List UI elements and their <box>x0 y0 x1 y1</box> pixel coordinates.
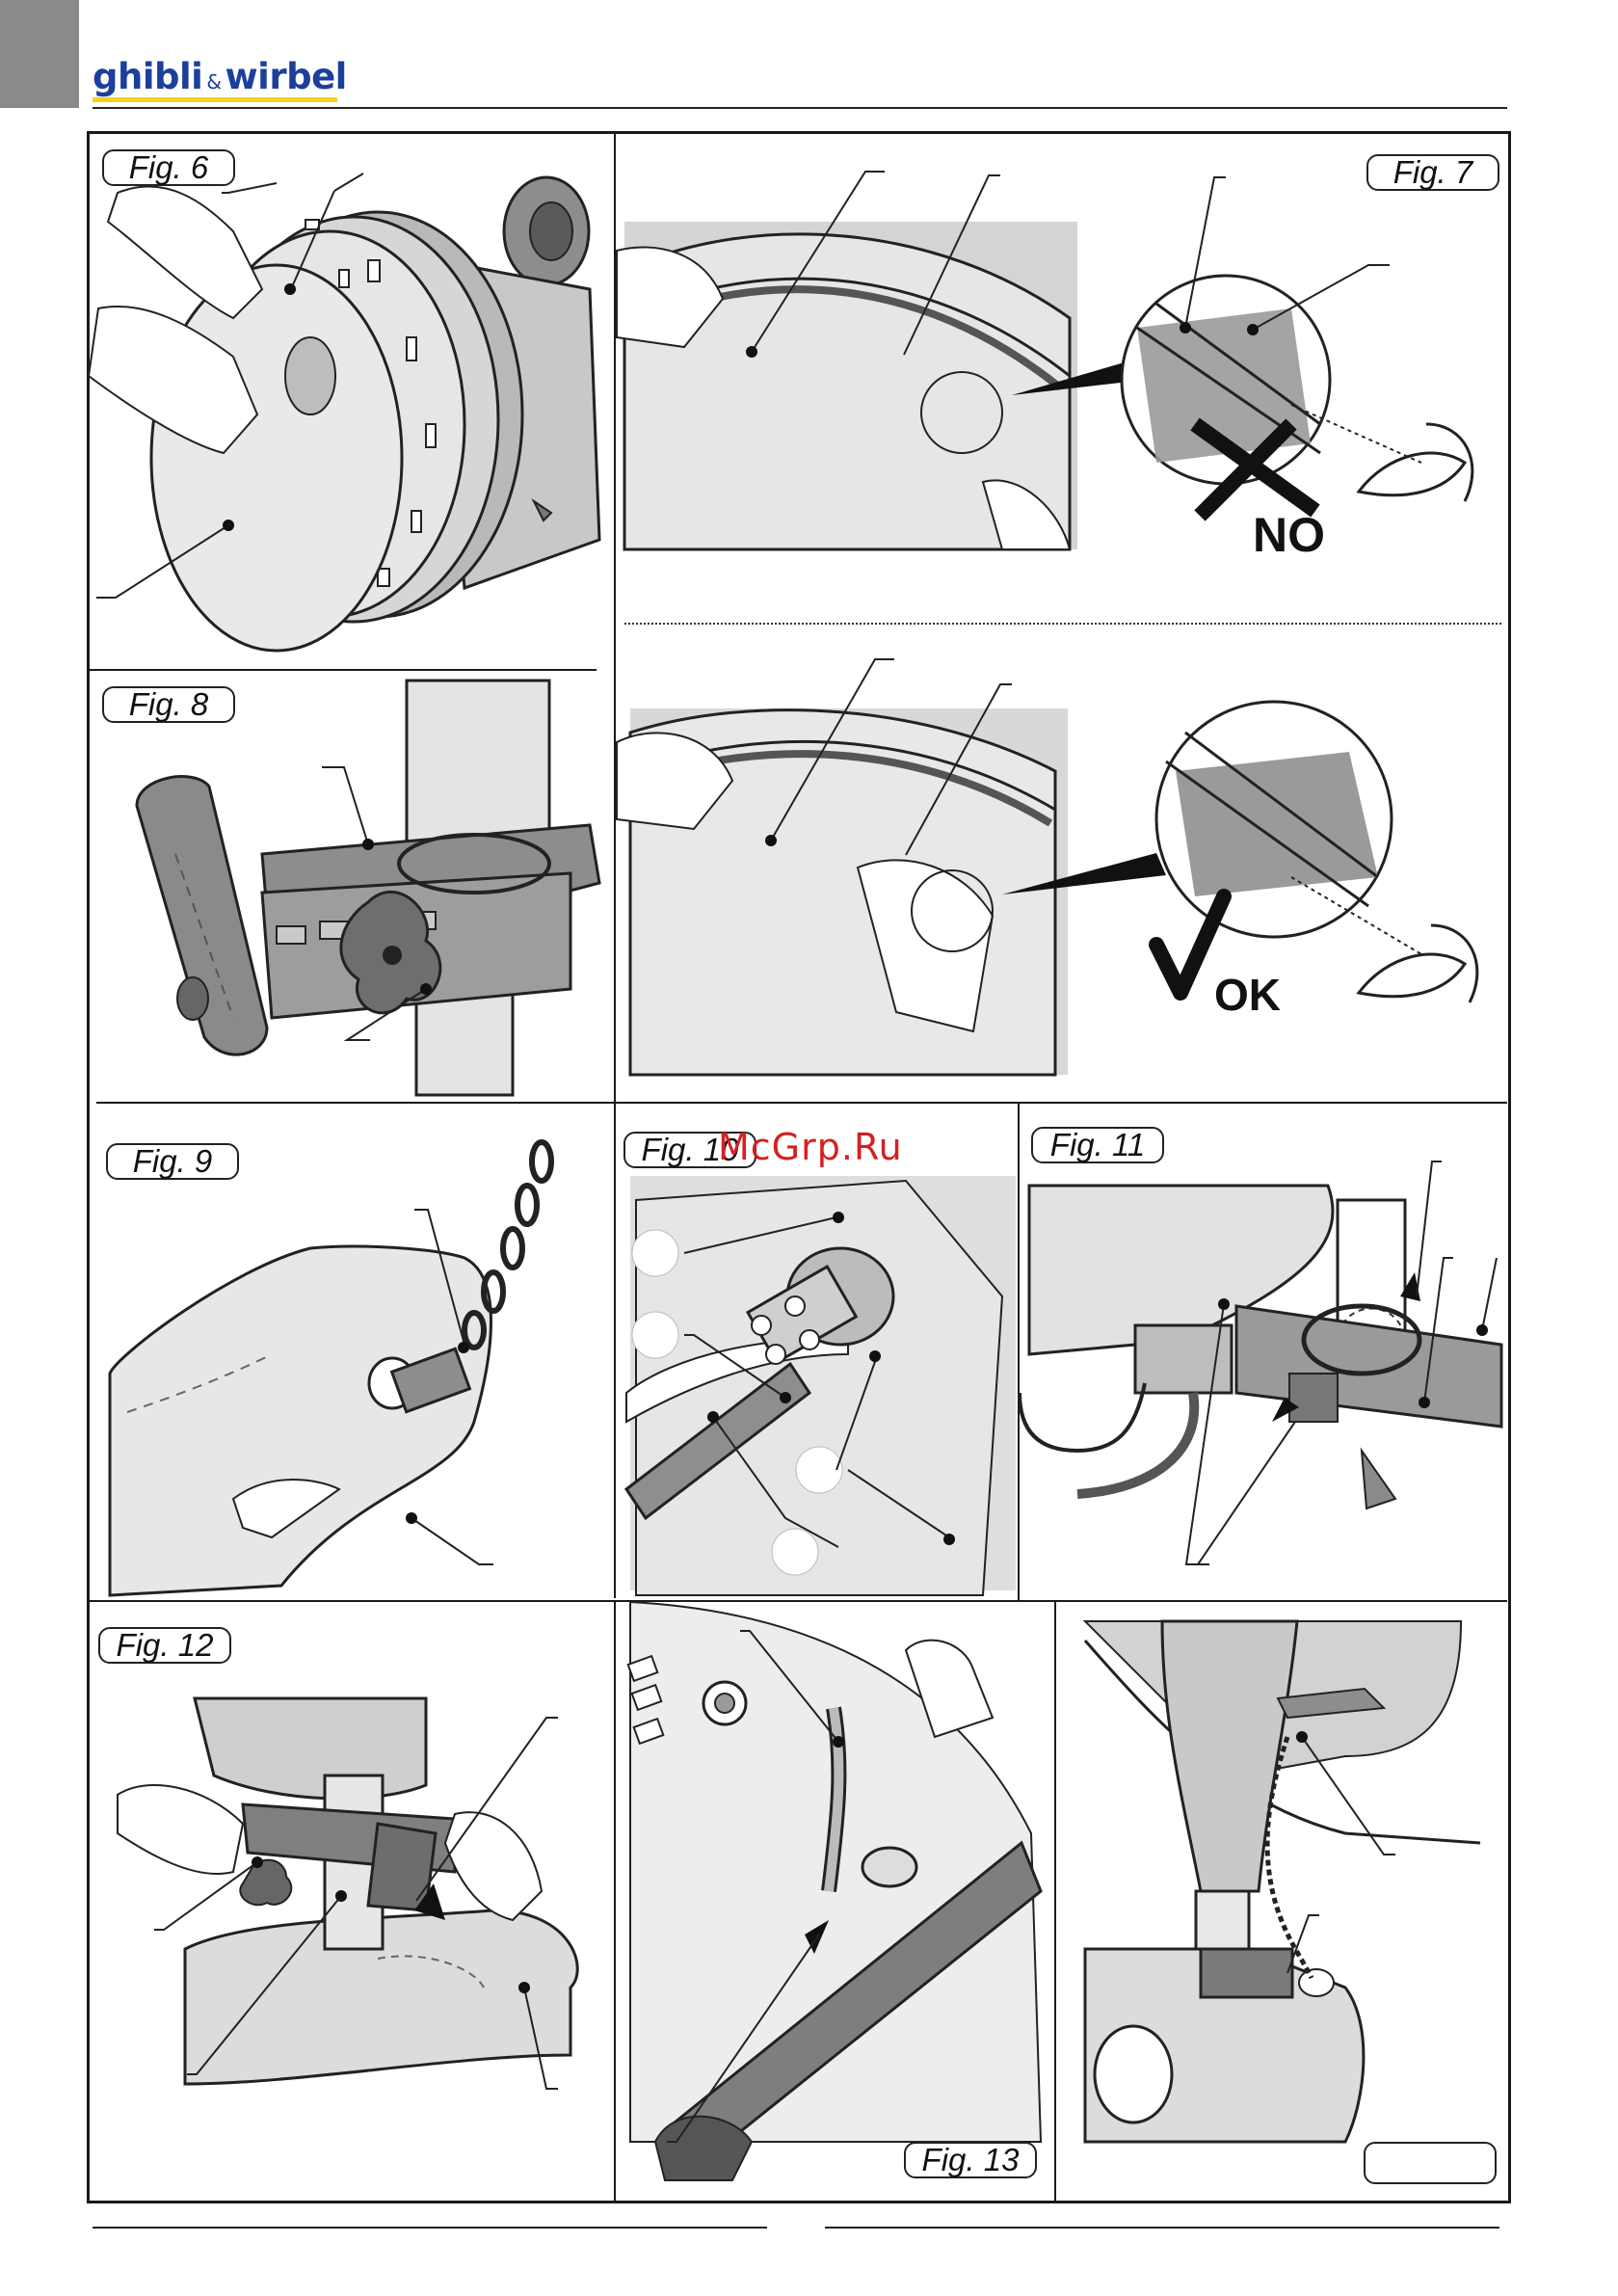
fig14-illustration <box>1056 1602 1509 2202</box>
fig7-no-text: NO <box>1253 508 1325 562</box>
watermark: McGrp.Ru <box>718 1126 903 1168</box>
footer-rule-left <box>93 2227 767 2229</box>
fig7-illustration-ok: OK <box>617 627 1503 1099</box>
page-corner-tab <box>0 0 79 108</box>
brand-name-right: wirbel <box>225 56 346 97</box>
divider-fig12-fig13 <box>614 1602 616 2202</box>
divider-fig7-dotted <box>624 623 1501 625</box>
fig13-label: Fig. 13 <box>904 2142 1037 2178</box>
fig11-label: Fig. 11 <box>1031 1127 1164 1163</box>
fig12-illustration <box>89 1602 614 2202</box>
brand-ampersand: & <box>206 70 221 93</box>
fig11-illustration <box>1020 1104 1509 1600</box>
fig13-illustration <box>617 1602 1054 2202</box>
fig7-illustration-no: NO <box>617 135 1503 617</box>
brand-logo: ghibli&wirbel <box>93 56 347 97</box>
fig12-label: Fig. 12 <box>98 1627 231 1664</box>
fig6-label: Fig. 6 <box>102 149 235 186</box>
fig10-illustration <box>617 1104 1018 1600</box>
divider-vertical-upper <box>614 133 616 1598</box>
footer-rule-right <box>825 2227 1499 2229</box>
brand-name-left: ghibli <box>93 56 202 97</box>
fig7-label: Fig. 7 <box>1366 154 1499 191</box>
fig8-label: Fig. 8 <box>102 686 235 723</box>
fig14-label-box <box>1364 2142 1497 2184</box>
header-rule <box>93 107 1507 109</box>
logo-underline <box>93 97 337 102</box>
fig9-label: Fig. 9 <box>106 1143 239 1180</box>
fig7-ok-text: OK <box>1214 970 1281 1020</box>
fig6-illustration <box>89 135 614 667</box>
fig8-illustration <box>89 671 614 1100</box>
